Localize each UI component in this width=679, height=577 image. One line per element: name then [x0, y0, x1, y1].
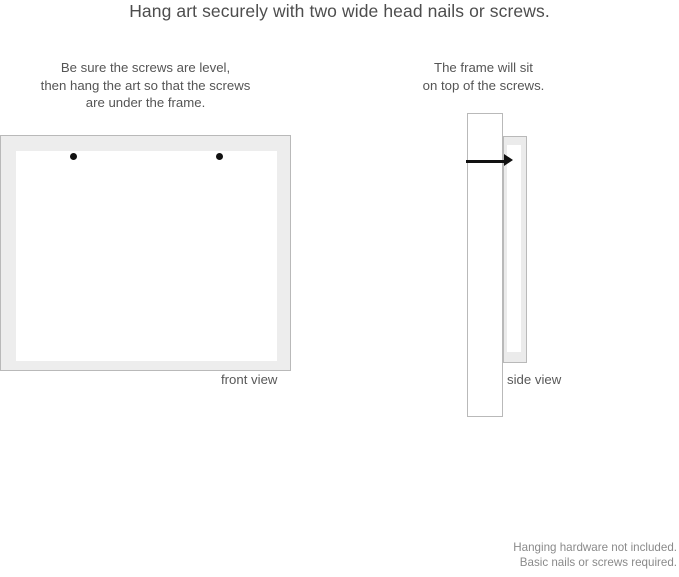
frame-cross-section-inner: [507, 145, 521, 352]
nail-shaft-icon: [466, 160, 508, 163]
side-view-diagram: [455, 108, 580, 423]
side-view-caption-line-2: on top of the screws.: [422, 77, 545, 93]
picture-frame-outline-icon: [0, 135, 291, 371]
side-view-caption: The frame will sit on top of the screws.: [400, 59, 567, 94]
side-view-caption-line-1: The frame will sit: [434, 60, 533, 75]
page-title: Hang art securely with two wide head nai…: [129, 1, 550, 21]
footer-line-2: Basic nails or screws required.: [519, 556, 677, 569]
front-view-caption-line-3: are under the frame.: [85, 95, 206, 110]
front-view-diagram: [0, 135, 291, 371]
front-view-label: front view: [221, 372, 278, 387]
wall-cross-section: [467, 113, 503, 417]
front-view-caption-line-2: then hang the art so that the screws: [40, 77, 251, 93]
side-view-label: side view: [507, 372, 562, 387]
screw-dot-right-icon: [216, 153, 223, 160]
screw-dot-left-icon: [70, 153, 77, 160]
nail-head-icon: [504, 154, 513, 166]
footer-line-1: Hanging hardware not included.: [513, 541, 677, 554]
front-view-caption: Be sure the screws are level, then hang …: [0, 59, 291, 112]
frame-artwork-area: [16, 151, 277, 361]
front-view-caption-line-1: Be sure the screws are level,: [60, 60, 231, 75]
footer-disclaimer: Hanging hardware not included. Basic nai…: [377, 540, 677, 570]
